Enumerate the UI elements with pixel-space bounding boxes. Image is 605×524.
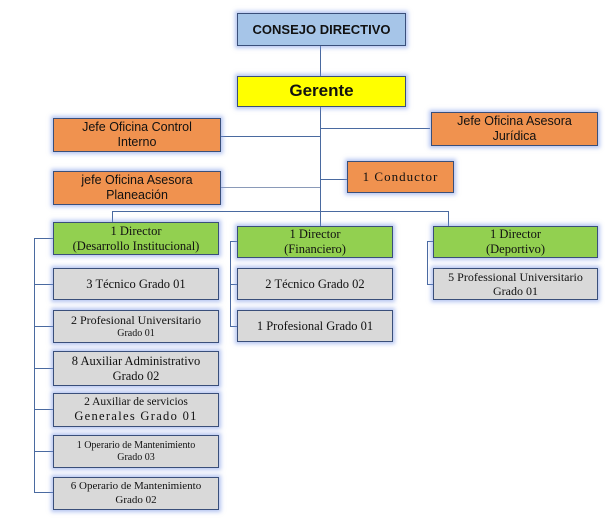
director-financiero-box[interactable]: 1 Director (Financiero) bbox=[237, 226, 393, 258]
staff-line2: Grado 03 bbox=[117, 451, 155, 463]
connector-dept2-s1 bbox=[230, 326, 237, 327]
juridica-line2: Jurídica bbox=[492, 129, 537, 143]
connector-dept2-spine bbox=[230, 241, 231, 326]
connector-dept1-dir bbox=[34, 238, 53, 239]
director-deportivo-box[interactable]: 1 Director (Deportivo) bbox=[433, 226, 598, 258]
connector-planeacion bbox=[221, 187, 320, 188]
staff-line1: 1 Profesional Grado 01 bbox=[256, 318, 374, 333]
director-line1: 1 Director bbox=[110, 223, 162, 238]
conductor-box[interactable]: 1 Conductor bbox=[347, 161, 454, 193]
connector-dept1-s0 bbox=[34, 284, 53, 285]
connector-dept1-s3 bbox=[34, 409, 53, 410]
staff-line2: Grado 01 bbox=[117, 327, 155, 339]
staff-line1: 2 Técnico Grado 02 bbox=[265, 276, 365, 291]
director-line2: (Financiero) bbox=[284, 242, 346, 256]
staff-line1: 3 Técnico Grado 01 bbox=[86, 276, 186, 291]
control-interno-box[interactable]: Jefe Oficina Control Interno bbox=[53, 118, 221, 152]
connector-dept2-dir bbox=[230, 241, 237, 242]
staff-line2: Grado 01 bbox=[493, 284, 538, 298]
connector-juridica bbox=[320, 128, 430, 129]
connector-dir2-drop bbox=[320, 211, 321, 226]
staff-box[interactable]: 1 Profesional Grado 01 bbox=[237, 310, 393, 342]
staff-box[interactable]: 5 Professional Universitario Grado 01 bbox=[433, 268, 598, 300]
staff-line1: 2 Auxiliar de servicios bbox=[84, 395, 188, 408]
connector-dept1-s1 bbox=[34, 326, 53, 327]
connector-control-interno bbox=[221, 136, 320, 137]
manager-box[interactable]: Gerente bbox=[237, 76, 406, 107]
connector-dept1-s4 bbox=[34, 451, 53, 452]
staff-line2: Grado 02 bbox=[115, 493, 157, 506]
connector-dept1-spine bbox=[34, 238, 35, 492]
staff-box[interactable]: 2 Técnico Grado 02 bbox=[237, 268, 393, 300]
staff-line2: Grado 02 bbox=[112, 368, 160, 383]
connector-dept1-s5 bbox=[34, 492, 53, 493]
connector-council-manager bbox=[320, 46, 321, 76]
director-line1: 1 Director bbox=[289, 227, 341, 241]
manager-label: Gerente bbox=[289, 81, 354, 101]
connector-dir1-drop bbox=[112, 211, 113, 222]
connector-dept3-dir bbox=[427, 241, 433, 242]
planeacion-line2: Planeación bbox=[106, 188, 168, 202]
staff-line2: Generales Grado 01 bbox=[74, 409, 198, 424]
staff-box[interactable]: 3 Técnico Grado 01 bbox=[53, 268, 219, 300]
planeacion-box[interactable]: jefe Oficina Asesora Planeación bbox=[53, 171, 221, 205]
connector-dept2-s0 bbox=[230, 284, 237, 285]
connector-dept3-spine bbox=[427, 241, 428, 284]
connector-conductor bbox=[320, 179, 347, 180]
staff-line1: 2 Profesional Universitario bbox=[71, 313, 201, 328]
planeacion-line1: jefe Oficina Asesora bbox=[81, 173, 193, 187]
connector-main-trunk bbox=[320, 107, 321, 211]
connector-dept1-s2 bbox=[34, 368, 53, 369]
staff-box[interactable]: 6 Operario de Mantenimiento Grado 02 bbox=[53, 477, 219, 510]
director-line2: (Desarrollo Institucional) bbox=[72, 238, 200, 253]
staff-box[interactable]: 8 Auxiliar Administrativo Grado 02 bbox=[53, 351, 219, 386]
staff-line1: 5 Professional Universitario bbox=[448, 269, 583, 284]
control-interno-line2: Interno bbox=[117, 135, 157, 149]
director-line1: 1 Director bbox=[489, 227, 542, 241]
staff-line1: 1 Operario de Mantenimiento bbox=[76, 439, 196, 451]
connector-director-bar bbox=[112, 211, 449, 212]
staff-line1: 8 Auxiliar Administrativo bbox=[71, 353, 201, 368]
staff-box[interactable]: 2 Auxiliar de servicios Generales Grado … bbox=[53, 393, 219, 427]
council-box[interactable]: CONSEJO DIRECTIVO bbox=[237, 13, 406, 46]
conductor-label: 1 Conductor bbox=[362, 169, 439, 185]
control-interno-line1: Jefe Oficina Control bbox=[82, 120, 192, 134]
juridica-box[interactable]: Jefe Oficina Asesora Jurídica bbox=[431, 112, 598, 146]
staff-box[interactable]: 1 Operario de Mantenimiento Grado 03 bbox=[53, 435, 219, 468]
connector-dept3-s0 bbox=[427, 284, 433, 285]
council-label: CONSEJO DIRECTIVO bbox=[252, 21, 391, 37]
staff-box[interactable]: 2 Profesional Universitario Grado 01 bbox=[53, 310, 219, 343]
director-line2: (Deportivo) bbox=[485, 242, 545, 256]
staff-line1: 6 Operario de Mantenimiento bbox=[70, 480, 202, 493]
director-desarrollo-box[interactable]: 1 Director (Desarrollo Institucional) bbox=[53, 222, 219, 255]
connector-dir3-drop bbox=[448, 211, 449, 226]
juridica-line1: Jefe Oficina Asesora bbox=[457, 114, 572, 128]
